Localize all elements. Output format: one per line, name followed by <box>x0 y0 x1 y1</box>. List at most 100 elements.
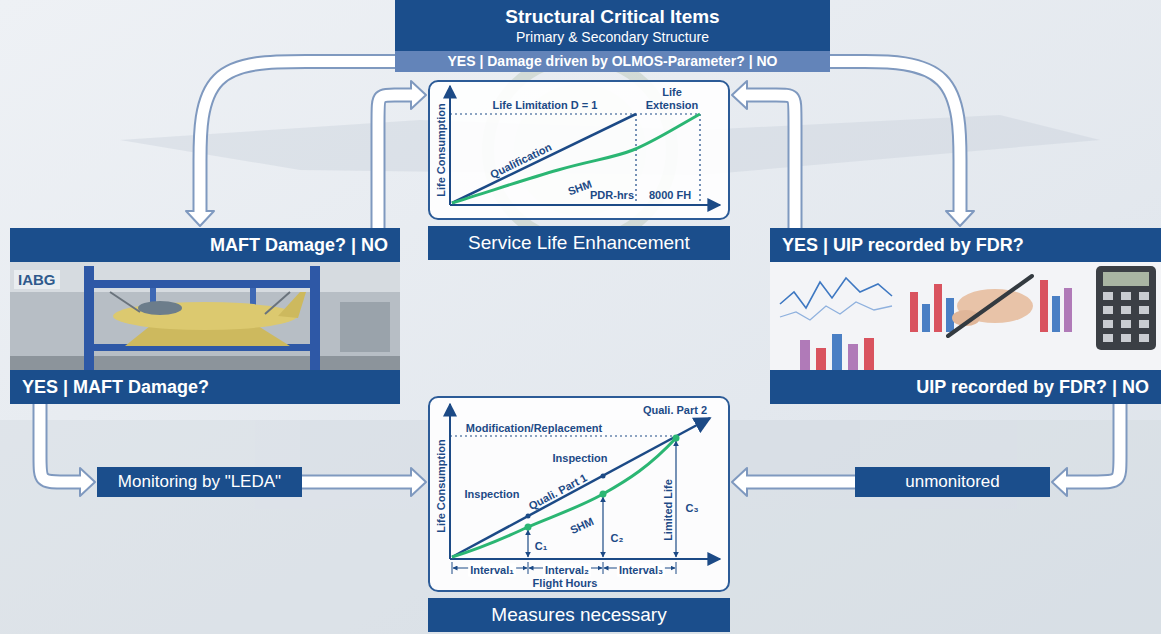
photo-bar <box>910 292 918 332</box>
interval-label: Interval₁ <box>468 564 516 577</box>
arrow-outline <box>747 95 795 228</box>
curve-label: Qualification <box>488 141 554 182</box>
limit-line <box>450 113 700 114</box>
process-box: Monitoring by "LEDA" <box>97 467 302 497</box>
x-axis <box>450 204 720 206</box>
arrow-body <box>1064 404 1120 482</box>
analysis-photo <box>770 262 1161 370</box>
interval-tick <box>452 562 453 574</box>
flow-arrow <box>186 62 395 227</box>
photo-bar <box>832 334 842 370</box>
photo-bar <box>864 338 874 370</box>
process-box: unmonitored <box>855 467 1050 497</box>
box-label: UIP recorded by FDR? | NO <box>916 377 1149 397</box>
curve-label: Quali. Part 2 <box>643 404 707 417</box>
limit-label: Life Limitation D = 1 <box>493 99 598 112</box>
axis-title: Life Consumption <box>435 103 448 197</box>
arrow-body <box>302 477 414 488</box>
flow-arrow <box>732 468 855 496</box>
chart-panel <box>428 80 730 220</box>
box-label: MAFT Damage? | NO <box>210 235 388 255</box>
flow-arrow <box>1052 404 1120 496</box>
decision-band: YES | UIP recorded by FDR? <box>770 228 1161 262</box>
marker-line <box>635 114 636 205</box>
rig-cabinet <box>340 302 390 352</box>
calculator-key <box>1121 334 1131 342</box>
photo-bar <box>1064 288 1072 332</box>
calculator-display <box>1103 272 1149 286</box>
flow-arrow <box>302 468 426 496</box>
calculator-key <box>1103 334 1113 342</box>
axis-label: PDR-hrs <box>590 189 634 202</box>
box-label: Measures necessary <box>491 604 666 626</box>
decision-band: UIP recorded by FDR? | NO <box>770 370 1161 404</box>
calculator-key <box>1121 306 1131 314</box>
photo-bar <box>922 304 930 332</box>
photo-bar-chart <box>800 280 1072 370</box>
result-box: Measures necessary <box>428 598 730 632</box>
box-label: YES | UIP recorded by FDR? <box>782 235 1024 255</box>
calculator-key <box>1139 292 1149 300</box>
arrow-body <box>744 477 855 488</box>
decision-band: YES | Damage driven by OLMOS-Parameter? … <box>395 51 830 72</box>
calculator-key <box>1103 320 1113 328</box>
logo-text: IABG <box>14 270 60 289</box>
inspection-label: Inspection <box>552 452 607 465</box>
photo-bar <box>848 344 858 370</box>
axis-title: Flight Hours <box>533 577 598 590</box>
photo-line-chart <box>780 302 892 320</box>
y-axis <box>449 404 451 559</box>
arrow-body <box>200 62 395 215</box>
interval-tick <box>676 562 677 574</box>
floor-shade <box>0 420 1161 634</box>
aircraft-canopy <box>138 301 182 315</box>
photo-line-chart <box>780 278 892 308</box>
calculator-key <box>1103 306 1113 314</box>
decision-band: YES | MAFT Damage? <box>10 370 400 404</box>
inspection-dot <box>525 524 532 531</box>
arrow-body <box>744 95 795 228</box>
arrow-body <box>830 62 960 215</box>
shm-curve <box>452 114 700 203</box>
calculator-key <box>1103 292 1113 300</box>
photo-bar <box>1040 280 1048 332</box>
flow-arrow <box>40 404 95 496</box>
photo-ground <box>10 262 400 370</box>
calculator-key <box>1121 320 1131 328</box>
interval-tick <box>603 562 604 574</box>
curve-label: SHM <box>566 178 593 199</box>
photo-ground <box>770 262 1161 370</box>
inspection-label: Inspection <box>464 488 519 501</box>
calculator-keys <box>1103 292 1149 342</box>
shm-curve <box>452 438 676 557</box>
arrow-outline <box>200 62 395 212</box>
rig-beam <box>84 280 320 288</box>
margin-label: C₂ <box>611 532 624 545</box>
inspection-dot <box>600 491 607 498</box>
calculator-key <box>1139 334 1149 342</box>
interval-label: Interval₃ <box>617 564 665 577</box>
chart-box: Life ConsumptionModification/Replacement… <box>428 396 730 592</box>
margin-arrow <box>675 441 676 557</box>
arrow-body <box>378 95 414 228</box>
box-label: YES | Damage driven by OLMOS-Parameter? … <box>448 53 778 70</box>
box-label: unmonitored <box>905 472 1000 492</box>
arrow-outline <box>1067 404 1120 482</box>
limit-line <box>450 435 676 436</box>
chart-panel <box>428 396 730 592</box>
interval-label: Interval₂ <box>543 564 591 577</box>
margin-label: C₁ <box>535 540 548 553</box>
background-photo <box>0 115 1161 634</box>
calculator-key <box>1139 320 1149 328</box>
margin-arrow <box>602 497 603 557</box>
box-label: YES | MAFT Damage? <box>22 377 209 397</box>
photo-wall <box>10 262 400 292</box>
inspection-dot <box>673 435 680 442</box>
rig-actuator <box>110 292 140 312</box>
photo-bar <box>816 348 826 370</box>
inspection-dot <box>601 474 606 479</box>
